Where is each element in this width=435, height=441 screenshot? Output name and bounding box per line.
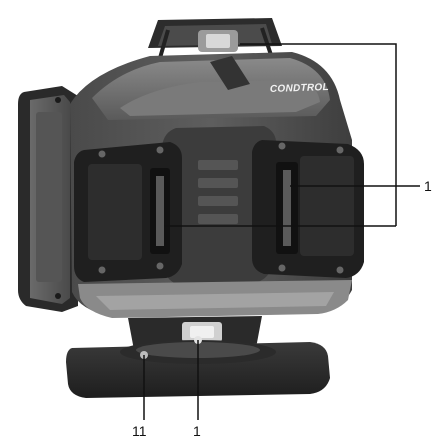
callout-label-right: 1 — [424, 178, 432, 194]
callout-label-bottom-left: 11 — [132, 423, 147, 439]
top-laser-turret — [148, 18, 282, 59]
callout-label-bottom-mid: 1 — [193, 423, 201, 439]
brand-logo: CONDTROL — [270, 82, 329, 95]
left-laser-module — [74, 142, 182, 282]
callout-line-top — [240, 43, 397, 226]
battery-pack — [18, 86, 78, 312]
right-laser-module — [252, 140, 364, 278]
callout-lines — [143, 43, 420, 420]
